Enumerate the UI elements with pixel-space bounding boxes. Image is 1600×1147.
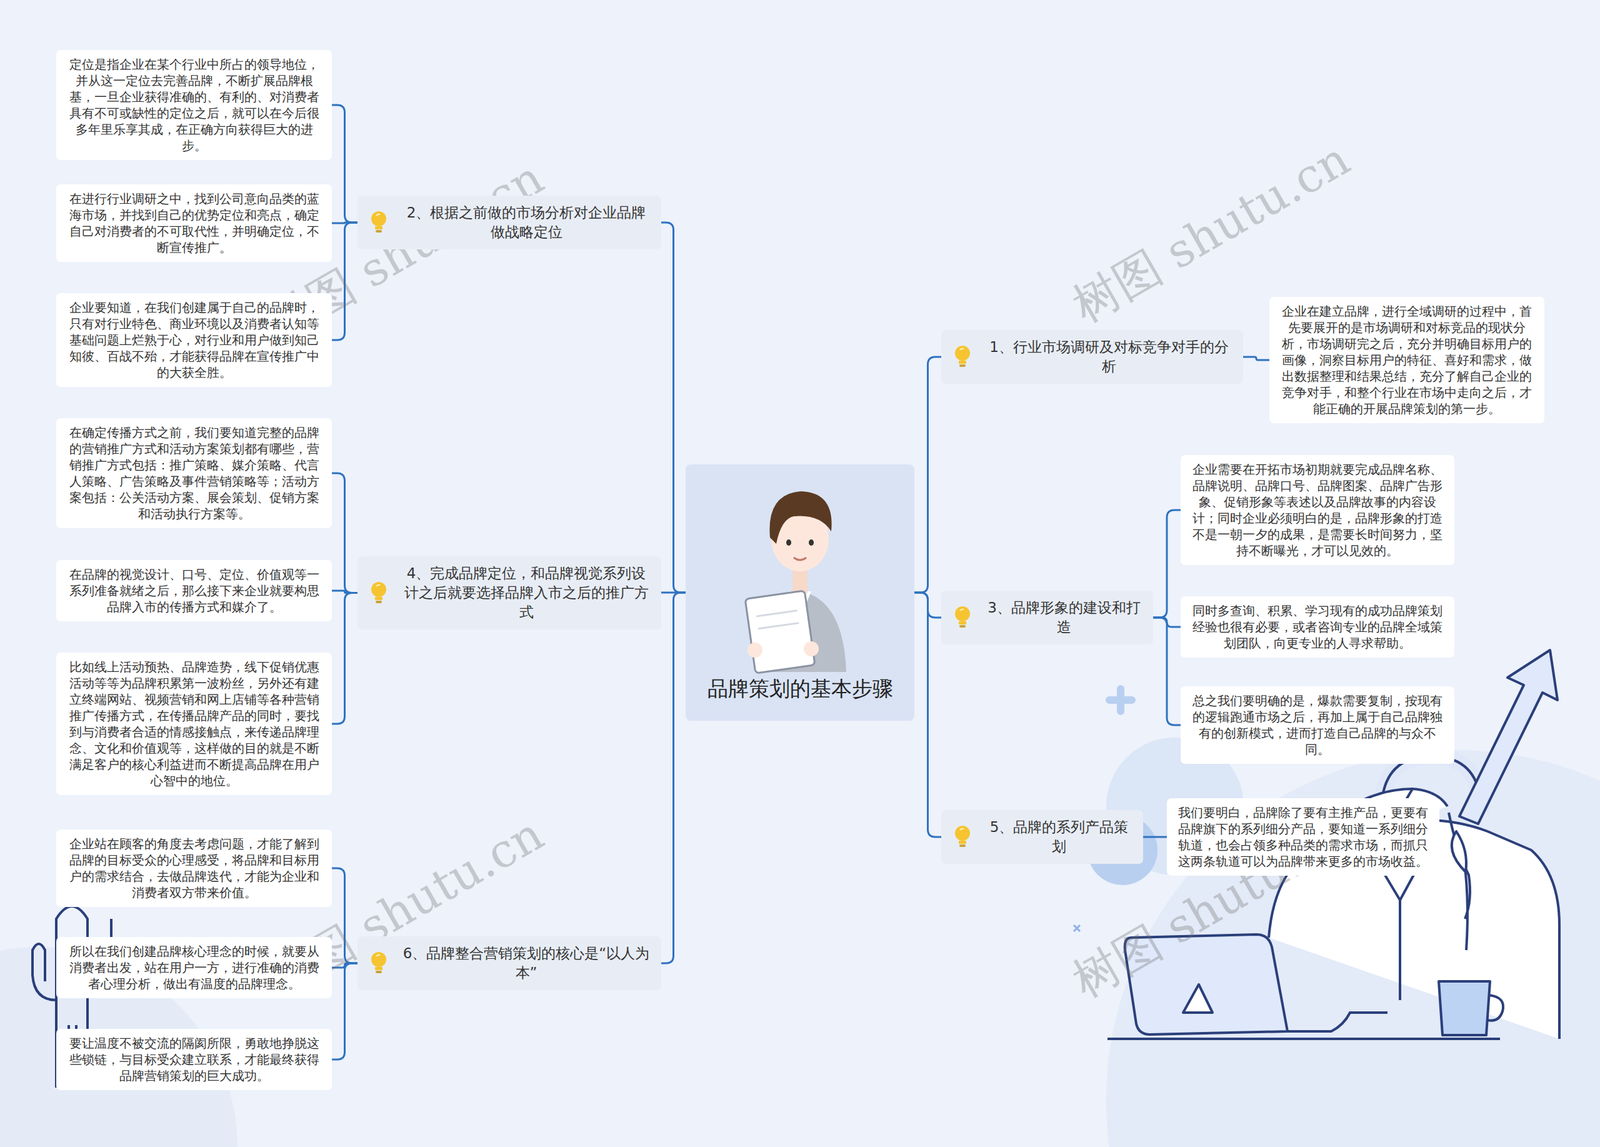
branch-topic: 5、品牌的系列产品策划 — [941, 810, 1144, 864]
detail-box: 我们要明白，品牌除了要有主推产品，更要有品牌旗下的系列细分产品，要知道一系列细分… — [1166, 798, 1440, 876]
detail-text: 企业在建立品牌，进行全域调研的过程中，首先要展开的是市场调研和对标竞品的现状分析… — [1276, 303, 1538, 417]
branch-topic: 6、品牌整合营销策划的核心是“以人为本” — [357, 936, 662, 990]
bulb-icon — [952, 344, 973, 370]
branch-connector — [1143, 836, 1167, 839]
branch-title: 2、根据之前做的市场分析对企业品牌做战略定位 — [401, 203, 652, 242]
branch-connector — [914, 592, 942, 837]
bulb-icon — [952, 824, 973, 850]
branch-title: 3、品牌形象的建设和打造 — [985, 598, 1144, 637]
branch-title: 5、品牌的系列产品策划 — [985, 817, 1134, 857]
detail-box: 总之我们要明确的是，爆款需要复制，按现有的逻辑跑通市场之后，再加上属于自己品牌独… — [1180, 686, 1455, 764]
branch-connector — [1243, 356, 1270, 360]
center-box — [685, 464, 915, 721]
detail-text: 比如线上活动预热、品牌造势，线下促销优惠活动等等为品牌积累第一波粉丝，另外还有建… — [63, 658, 325, 789]
detail-text: 在确定传播方式之前，我们要知道完整的品牌的营销推广方式和活动方案策划都有哪些，营… — [63, 424, 325, 522]
central-title: 品牌策划的基本步骤 — [707, 675, 894, 704]
branch-connector — [331, 593, 358, 725]
bulb-icon — [952, 605, 973, 630]
detail-box: 在品牌的视觉设计、口号、定位、价值观等一系列准备就绪之后，那么接下来企业就要构思… — [56, 560, 332, 622]
detail-box: 比如线上活动预热、品牌造势，线下促销优惠活动等等为品牌积累第一波粉丝，另外还有建… — [56, 652, 332, 795]
detail-box: 同时多查询、积累、学习现有的成功品牌策划经验也很有必要，或者咨询专业的品牌全域策… — [1180, 596, 1455, 658]
branch-connector — [661, 592, 686, 964]
detail-text: 总之我们要明确的是，爆款需要复制，按现有的逻辑跑通市场之后，再加上属于自己品牌独… — [1187, 692, 1448, 758]
detail-text: 要让温度不被交流的隔阂所限，勇敢地挣脱这些锁链，与目标受众建立联系，才能最终获得… — [63, 1035, 325, 1084]
branch-title: 4、完成品牌定位，和品牌视觉系列设计之后就要选择品牌入市之后的推广方式 — [401, 563, 652, 622]
detail-box: 企业站在顾客的角度去考虑问题，才能了解到品牌的目标受众的心理感受，将品牌和目标用… — [56, 829, 332, 907]
branch-title: 1、行业市场调研及对标竞争对手的分析 — [985, 337, 1234, 377]
detail-text: 定位是指企业在某个行业中所占的领导地位，并从这一定位去完善品牌，不断扩展品牌根基… — [63, 56, 325, 154]
detail-box: 定位是指企业在某个行业中所占的领导地位，并从这一定位去完善品牌，不断扩展品牌根基… — [56, 50, 332, 160]
branch-connector — [661, 222, 686, 593]
central-topic: 品牌策划的基本步骤 — [685, 464, 915, 721]
office-illustration — [1107, 650, 1560, 1039]
branch-connector — [1153, 617, 1181, 725]
detail-text: 在品牌的视觉设计、口号、定位、价值观等一系列准备就绪之后，那么接下来企业就要构思… — [63, 566, 325, 615]
branch-topic: 4、完成品牌定位，和品牌视觉系列设计之后就要选择品牌入市之后的推广方式 — [357, 556, 662, 630]
detail-text: 企业站在顾客的角度去考虑问题，才能了解到品牌的目标受众的心理感受，将品牌和目标用… — [63, 835, 325, 901]
bulb-icon — [368, 950, 389, 976]
sparkle — [1073, 925, 1080, 932]
detail-box: 在确定传播方式之前，我们要知道完整的品牌的营销推广方式和活动方案策划都有哪些，营… — [56, 418, 332, 529]
detail-box: 所以在我们创建品牌核心理念的时候，就要从消费者出发，站在用户一方，进行准确的消费… — [56, 936, 332, 999]
detail-box: 要让温度不被交流的隔阂所限，勇敢地挣脱这些锁链，与目标受众建立联系，才能最终获得… — [56, 1028, 332, 1090]
detail-box: 企业要知道，在我们创建属于自己的品牌时，只有对行业特色、商业环境以及消费者认知等… — [56, 293, 332, 387]
detail-text: 所以在我们创建品牌核心理念的时候，就要从消费者出发，站在用户一方，进行准确的消费… — [63, 943, 325, 992]
detail-text: 企业需要在开拓市场初期就要完成品牌名称、品牌说明、品牌口号、品牌图案、品牌广告形… — [1187, 461, 1448, 559]
detail-box: 企业在建立品牌，进行全域调研的过程中，首先要展开的是市场调研和对标竞品的现状分析… — [1269, 296, 1545, 424]
detail-box: 在进行行业调研之中，找到公司意向品类的蓝海市场，并找到自己的优势定位和亮点，确定… — [56, 184, 332, 262]
branch-connector — [331, 473, 358, 594]
detail-text: 在进行行业调研之中，找到公司意向品类的蓝海市场，并找到自己的优势定位和亮点，确定… — [63, 190, 325, 256]
branch-connector — [914, 356, 942, 593]
branch-topic: 1、行业市场调研及对标竞争对手的分析 — [941, 330, 1244, 384]
branch-topic: 3、品牌形象的建设和打造 — [941, 590, 1154, 645]
detail-text: 我们要明白，品牌除了要有主推产品，更要有品牌旗下的系列细分产品，要知道一系列细分… — [1173, 804, 1433, 870]
branch-connector — [1153, 510, 1181, 618]
detail-text: 企业要知道，在我们创建属于自己的品牌时，只有对行业特色、商业环境以及消费者认知等… — [63, 299, 325, 381]
bulb-icon — [368, 210, 389, 235]
bulb-icon — [368, 580, 389, 606]
branch-topic: 2、根据之前做的市场分析对企业品牌做战略定位 — [357, 195, 662, 250]
branch-title: 6、品牌整合营销策划的核心是“以人为本” — [401, 943, 652, 983]
branch-connector — [331, 105, 358, 223]
detail-text: 同时多查询、积累、学习现有的成功品牌策划经验也很有必要，或者咨询专业的品牌全域策… — [1187, 602, 1448, 652]
person-illustration — [745, 491, 847, 674]
detail-box: 企业需要在开拓市场初期就要完成品牌名称、品牌说明、品牌口号、品牌图案、品牌广告形… — [1180, 455, 1455, 565]
plus-sign — [1109, 688, 1132, 712]
